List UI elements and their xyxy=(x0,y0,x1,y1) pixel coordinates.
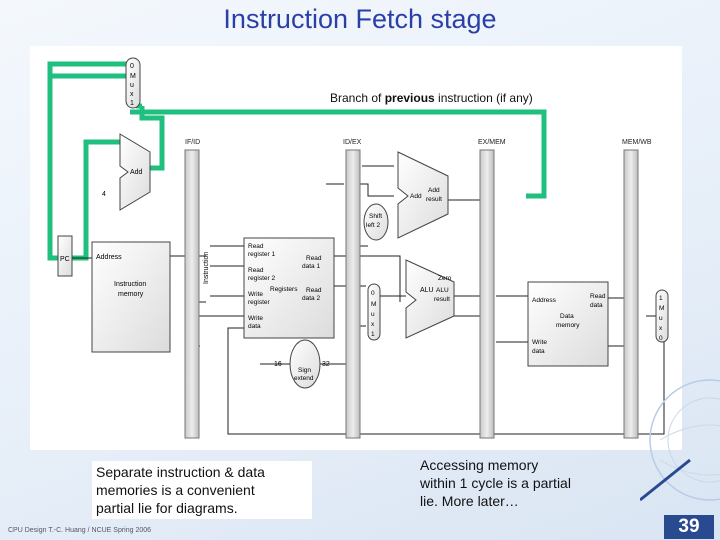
svg-text:data 2: data 2 xyxy=(302,295,320,302)
svg-text:memory: memory xyxy=(556,322,580,329)
svg-text:PC: PC xyxy=(60,256,70,263)
data-memory: Address Read data Data memory Write data xyxy=(527,281,609,367)
svg-text:1: 1 xyxy=(371,331,375,338)
pipeline-datapath-diagram: IF/ID ID/EX EX/MEM MEM/WB 0 M u x 1 PC A… xyxy=(30,46,682,450)
writeback-mux: 1 M u x 0 xyxy=(655,289,669,343)
register-label-mem-wb: MEM/WB xyxy=(622,139,652,146)
register-file: Read register 1 Read register 2 Write re… xyxy=(243,237,335,339)
svg-text:M: M xyxy=(130,73,136,80)
svg-text:register 1: register 1 xyxy=(248,251,275,258)
pipeline-register-mem-wb xyxy=(623,149,639,439)
svg-text:Write: Write xyxy=(248,291,263,298)
svg-text:data: data xyxy=(248,323,261,330)
svg-text:data 1: data 1 xyxy=(302,263,320,270)
pc-source-mux: 0 M u x 1 xyxy=(125,57,141,109)
svg-text:result: result xyxy=(434,296,450,303)
svg-text:left 2: left 2 xyxy=(366,222,380,229)
svg-text:0: 0 xyxy=(130,63,134,70)
slide-title: Instruction Fetch stage xyxy=(223,4,497,34)
branch-annotation: Branch of previous instruction (if any) xyxy=(330,91,533,105)
svg-text:memory: memory xyxy=(118,291,144,298)
register-label-if-id: IF/ID xyxy=(185,139,200,146)
svg-text:0: 0 xyxy=(659,335,663,342)
svg-text:Data: Data xyxy=(560,313,574,320)
svg-text:ALU: ALU xyxy=(420,287,434,294)
svg-text:data: data xyxy=(532,348,545,355)
svg-text:result: result xyxy=(426,196,442,203)
svg-text:16: 16 xyxy=(274,361,282,368)
svg-text:M: M xyxy=(659,305,664,312)
pipeline-register-if-id xyxy=(184,149,200,439)
register-label-id-ex: ID/EX xyxy=(343,139,362,146)
caption-right: Accessing memory within 1 cycle is a par… xyxy=(420,457,571,509)
svg-text:Zero: Zero xyxy=(438,275,452,282)
pc-register: PC xyxy=(57,235,73,277)
svg-text:M: M xyxy=(371,301,376,308)
svg-text:4: 4 xyxy=(102,191,106,198)
svg-text:Write: Write xyxy=(532,339,547,346)
svg-text:Read: Read xyxy=(306,287,322,294)
slide-footer: CPU Design T.-C. Huang / NCUE Spring 200… xyxy=(8,527,152,534)
caption-left: Separate instruction & data memories is … xyxy=(92,461,312,519)
svg-text:Address: Address xyxy=(96,254,122,261)
svg-text:1: 1 xyxy=(659,295,663,302)
svg-text:Sign: Sign xyxy=(298,367,311,374)
svg-text:u: u xyxy=(659,315,663,322)
alu-source-mux: 0 M u x 1 xyxy=(367,283,381,341)
svg-text:1: 1 xyxy=(130,100,134,107)
svg-text:Add: Add xyxy=(410,193,422,200)
pc-adder: Add 4 xyxy=(102,133,151,211)
globe-decoration-icon xyxy=(640,379,720,502)
svg-text:Read: Read xyxy=(306,255,322,262)
svg-text:Address: Address xyxy=(532,297,557,304)
svg-text:Add: Add xyxy=(428,187,440,194)
pipeline-register-ex-mem xyxy=(479,149,495,439)
svg-text:Read: Read xyxy=(248,267,264,274)
sign-extend-unit: Sign extend 16 32 xyxy=(274,339,330,389)
svg-text:0: 0 xyxy=(371,290,375,297)
pipeline-register-id-ex xyxy=(345,149,361,439)
svg-text:Registers: Registers xyxy=(270,286,298,293)
svg-text:Read: Read xyxy=(248,243,264,250)
svg-text:u: u xyxy=(130,82,134,89)
svg-text:Shift: Shift xyxy=(369,213,382,220)
svg-text:register 2: register 2 xyxy=(248,275,275,282)
svg-text:ALU: ALU xyxy=(436,287,449,294)
svg-text:Read: Read xyxy=(590,293,606,300)
svg-text:Add: Add xyxy=(130,169,143,176)
svg-text:extend: extend xyxy=(294,375,314,382)
svg-text:register: register xyxy=(248,299,271,306)
branch-adder: Add Add result xyxy=(397,151,449,239)
svg-text:x: x xyxy=(659,325,663,332)
register-label-ex-mem: EX/MEM xyxy=(478,139,506,146)
alu: Zero ALU ALU result xyxy=(405,259,455,339)
instruction-memory: Address Instruction memory xyxy=(91,241,171,353)
svg-text:u: u xyxy=(371,311,375,318)
svg-text:Write: Write xyxy=(248,315,263,322)
svg-text:32: 32 xyxy=(322,361,330,368)
svg-text:data: data xyxy=(590,302,603,309)
shift-left-2-unit: Shift left 2 xyxy=(363,203,389,241)
svg-text:Instruction: Instruction xyxy=(114,281,146,288)
svg-text:x: x xyxy=(371,321,375,328)
svg-text:x: x xyxy=(130,91,134,98)
page-number: 39 xyxy=(664,515,714,539)
instruction-vertical-label: Instruction xyxy=(203,252,210,284)
